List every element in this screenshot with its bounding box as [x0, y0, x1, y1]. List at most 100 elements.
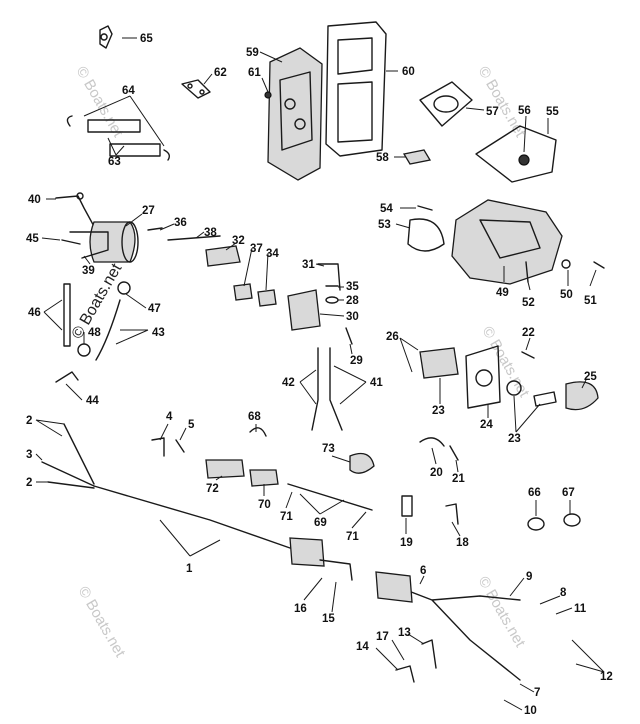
callout-3: 3 [26, 449, 32, 461]
part-45-screw [61, 239, 81, 245]
callout-27: 27 [142, 205, 155, 217]
part-22-screw [521, 351, 535, 359]
callout-8: 8 [560, 587, 567, 599]
part-37-bushing [233, 283, 253, 301]
callout-20: 20 [430, 467, 443, 479]
part-27-solenoid [89, 221, 136, 263]
callout-61: 61 [248, 67, 261, 79]
watermark-bottom-left: © Boats.net [75, 584, 129, 661]
part-23-ring [506, 380, 522, 396]
callout-29: 29 [350, 355, 363, 367]
part-72-sleeve [205, 459, 245, 479]
part-51-screw [593, 261, 605, 269]
part-59-cover [267, 47, 323, 181]
callout-58: 58 [376, 152, 389, 164]
callout-44: 44 [86, 395, 99, 407]
callout-63: 63 [108, 156, 121, 168]
part-2-lead-a [63, 423, 95, 485]
part-30-plate [287, 289, 321, 331]
part-42-hose [311, 347, 319, 431]
callout-19: 19 [400, 537, 413, 549]
callout-30: 30 [346, 311, 359, 323]
part-25-knob [565, 381, 599, 411]
part-36-pin [147, 227, 163, 231]
callout-13: 13 [398, 627, 411, 639]
callout-64: 64 [122, 85, 135, 97]
callout-48: 48 [88, 327, 101, 339]
part-64-clamp-a [66, 115, 73, 127]
callout-46: 46 [28, 307, 41, 319]
callout-72: 72 [206, 483, 219, 495]
part-55-plate [475, 125, 557, 183]
callout-45: 45 [26, 233, 39, 245]
callout-31: 31 [302, 259, 315, 271]
leader-lines [35, 37, 605, 711]
callout-59: 59 [246, 47, 259, 59]
part-63-hose-a [87, 119, 141, 133]
callout-51: 51 [584, 295, 597, 307]
callout-57: 57 [486, 106, 499, 118]
callout-11: 11 [574, 603, 587, 615]
part-4-clip [151, 437, 165, 457]
callout-28: 28 [346, 295, 359, 307]
parts-layer [41, 21, 605, 683]
part-29-screw [345, 327, 353, 345]
callout-54: 54 [380, 203, 393, 215]
part-2-lead-b [47, 481, 95, 489]
part-34-bearing [257, 289, 277, 307]
callout-5: 5 [188, 419, 195, 431]
callout-23-left: 23 [432, 405, 445, 417]
callout-1: 1 [186, 563, 193, 575]
part-3-lead [41, 461, 95, 487]
callout-40: 40 [28, 194, 41, 206]
callout-14: 14 [356, 641, 369, 653]
callout-36: 36 [174, 217, 187, 229]
part-20-clamp [419, 437, 445, 447]
part-69-rod [287, 483, 373, 511]
callout-2-bottom: 2 [26, 477, 32, 489]
part-49-housing [451, 199, 563, 285]
part-61-screw [264, 91, 272, 99]
callout-38: 38 [204, 227, 217, 239]
callout-71-right: 71 [346, 531, 359, 543]
callout-55: 55 [546, 106, 559, 118]
part-46-hose [63, 283, 71, 347]
callout-52: 52 [522, 297, 535, 309]
part-13-coil [421, 639, 437, 669]
callout-53: 53 [378, 219, 391, 231]
part-39-bracket [69, 231, 109, 259]
callout-34: 34 [266, 248, 279, 260]
part-47-clamp [117, 281, 131, 295]
callout-67: 67 [562, 487, 575, 499]
callout-23-right: 23 [508, 433, 521, 445]
part-70-sleeve [249, 469, 279, 487]
part-40-lead [55, 195, 97, 231]
callout-73: 73 [322, 443, 335, 455]
callout-17: 17 [376, 631, 389, 643]
part-68-spring [249, 427, 267, 437]
part-21-screw [449, 445, 459, 461]
part-14-terminal [395, 665, 415, 683]
callout-60: 60 [402, 66, 415, 78]
part-66-grommet [527, 517, 545, 531]
callout-25: 25 [584, 371, 597, 383]
callout-4: 4 [166, 411, 173, 423]
callout-50: 50 [560, 289, 573, 301]
callout-22: 22 [522, 327, 535, 339]
part-19-terminal [401, 495, 413, 517]
part-41-hose [329, 347, 343, 431]
callout-43: 43 [152, 327, 165, 339]
part-43-hose [95, 299, 121, 361]
callout-70: 70 [258, 499, 271, 511]
callout-10: 10 [524, 705, 537, 717]
part-24-plate [465, 345, 501, 409]
part-58-fitting [402, 149, 432, 165]
callout-68: 68 [248, 411, 261, 423]
part-73-cap [349, 452, 375, 474]
callout-15: 15 [322, 613, 335, 625]
part-50-washer [561, 259, 571, 269]
part-64-clamp-b [163, 149, 171, 161]
callout-9: 9 [526, 571, 532, 583]
callout-2-top: 2 [26, 415, 32, 427]
